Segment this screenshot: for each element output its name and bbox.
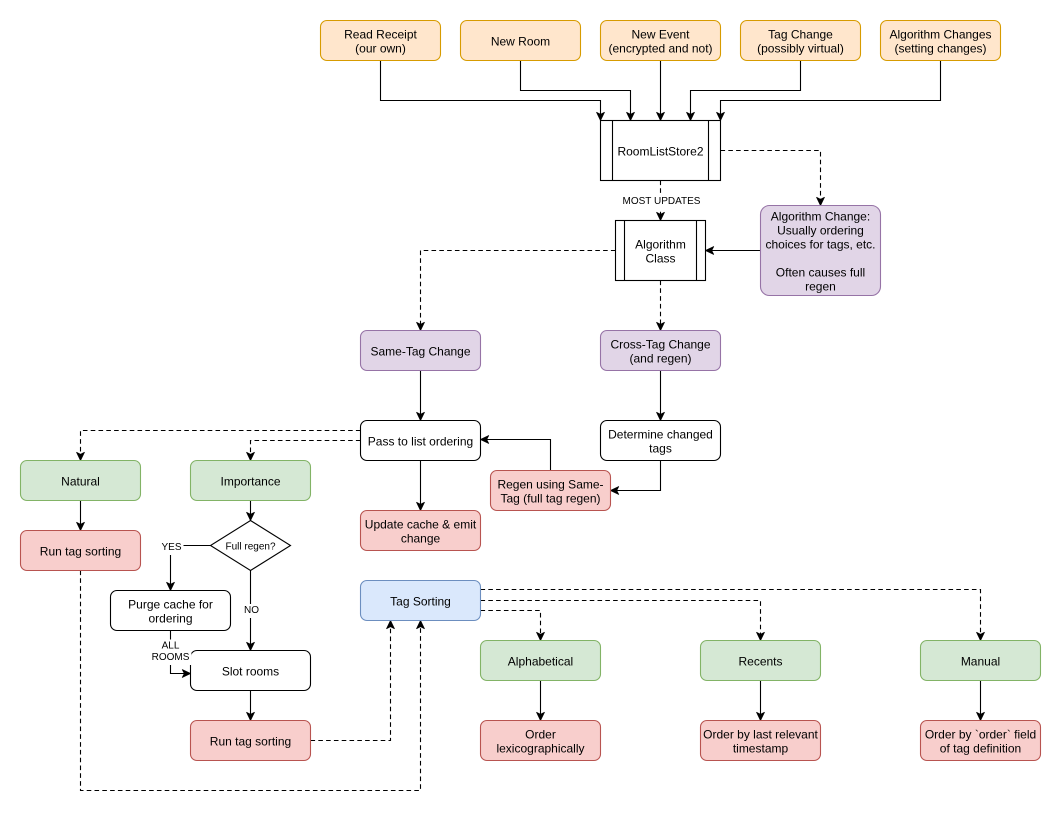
svg-text:Class: Class [645, 252, 675, 266]
svg-text:of tag definition: of tag definition [940, 742, 1021, 756]
svg-text:Tag Change: Tag Change [768, 28, 833, 42]
svg-text:Tag (full tag regen): Tag (full tag regen) [500, 492, 600, 506]
svg-text:ALL: ALL [162, 641, 180, 652]
svg-text:MOST UPDATES: MOST UPDATES [623, 196, 701, 207]
svg-text:Importance: Importance [220, 475, 280, 489]
svg-text:Read Receipt: Read Receipt [344, 28, 417, 42]
svg-text:New Room: New Room [491, 35, 550, 49]
svg-text:Natural: Natural [61, 475, 100, 489]
svg-text:NO: NO [244, 605, 259, 616]
svg-text:Recents: Recents [738, 655, 782, 669]
svg-text:Run tag sorting: Run tag sorting [210, 735, 291, 749]
svg-text:Slot rooms: Slot rooms [222, 665, 279, 679]
svg-text:Tag Sorting: Tag Sorting [390, 595, 451, 609]
svg-text:Usually ordering: Usually ordering [777, 224, 864, 238]
svg-text:Regen using Same-: Regen using Same- [497, 478, 603, 492]
svg-text:Run tag sorting: Run tag sorting [40, 545, 121, 559]
svg-text:RoomListStore2: RoomListStore2 [617, 145, 703, 159]
svg-text:Order: Order [525, 728, 556, 742]
svg-text:Alphabetical: Alphabetical [508, 655, 573, 669]
svg-text:Often causes full: Often causes full [776, 266, 865, 280]
svg-text:ordering: ordering [148, 612, 192, 626]
svg-text:Cross-Tag Change: Cross-Tag Change [610, 338, 710, 352]
svg-text:Full regen?: Full regen? [225, 541, 275, 552]
svg-text:Order by last relevant: Order by last relevant [703, 728, 818, 742]
svg-text:choices for tags, etc.: choices for tags, etc. [765, 238, 875, 252]
svg-text:lexicographically: lexicographically [496, 742, 584, 756]
svg-text:Algorithm Changes: Algorithm Changes [889, 28, 991, 42]
svg-text:regen: regen [805, 280, 836, 294]
svg-text:YES: YES [161, 542, 181, 553]
svg-text:(our own): (our own) [355, 42, 406, 56]
svg-text:Algorithm: Algorithm [635, 238, 686, 252]
svg-text:Same-Tag Change: Same-Tag Change [370, 345, 470, 359]
svg-text:change: change [401, 532, 441, 546]
svg-text:timestamp: timestamp [733, 742, 789, 756]
svg-text:Update cache & emit: Update cache & emit [365, 518, 477, 532]
svg-text:Algorithm Change:: Algorithm Change: [771, 210, 870, 224]
svg-text:Order by `order` field: Order by `order` field [925, 728, 1036, 742]
svg-text:Purge cache for: Purge cache for [128, 598, 213, 612]
svg-text:(setting changes): (setting changes) [894, 42, 986, 56]
svg-text:(and regen): (and regen) [629, 352, 691, 366]
svg-text:tags: tags [649, 442, 672, 456]
svg-text:New Event: New Event [631, 28, 690, 42]
svg-text:Manual: Manual [961, 655, 1000, 669]
svg-text:ROOMS: ROOMS [152, 652, 190, 663]
svg-text:Pass to list ordering: Pass to list ordering [368, 435, 473, 449]
svg-text:(possibly virtual): (possibly virtual) [757, 42, 844, 56]
svg-text:(encrypted and not): (encrypted and not) [608, 42, 712, 56]
svg-text:Determine changed: Determine changed [608, 428, 713, 442]
